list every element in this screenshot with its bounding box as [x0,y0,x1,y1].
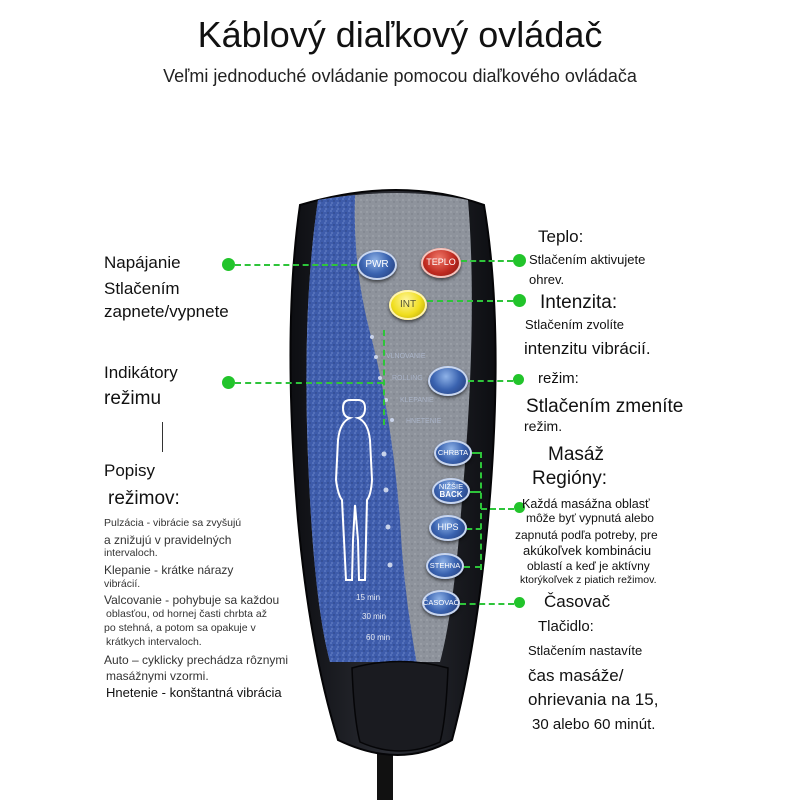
mode-desc-line: Hnetenie - konštantná vibrácia [106,685,282,700]
power-button-label: PWR [365,258,389,270]
intensity-title: Intenzita: [540,292,618,313]
mode-desc-line: intervaloch. [104,547,158,559]
timer-label: 60 min [366,633,391,642]
zone-button-label: HIPS [437,522,459,533]
leader-line-zones-vertical [480,452,482,570]
leader-dot-indicators [222,376,235,389]
zones-desc-line: Každá masážna oblasť [522,497,650,511]
modes-title: Popisy [104,461,156,480]
mode-desc-line: Valcovanie - pohybuje sa každou [104,593,280,607]
heat-desc-line: Stlačením aktivujete [529,252,646,267]
timer-label: 15 min [356,593,381,602]
timer-title: Časovač [544,592,611,611]
leader-line-mode [468,380,513,382]
page-subtitle: Veľmi jednoduché ovládanie pomocou diaľk… [163,66,637,86]
timer-desc-line: čas masáže/ [528,666,624,685]
zones-desc-line: môže byť vypnutá alebo [526,511,654,525]
intensity-desc-line: Stlačením zvolíte [525,317,624,332]
leader-line-timer [460,603,514,605]
zone-button-label: BACK [439,489,463,499]
separator [162,422,163,452]
mode-desc-line: Klepanie - krátke nárazy [104,563,234,577]
timer-label: 30 min [362,612,387,621]
heat-button-label: TEPLO [426,257,456,268]
leader-dot-intensity [513,294,526,307]
mode-desc-line: oblasťou, od hornej časti chrbta až [106,608,267,620]
leader-line-intensity [427,300,513,302]
mode-button[interactable] [428,366,468,396]
panel-mode-label: HNETENIE [406,418,442,425]
timer-button-label: ČASOVAČ [422,598,460,608]
mode-desc-line: masážnymi vzormi. [106,669,209,683]
mode-desc-line: režim. [524,418,563,434]
leader-line-power [235,264,357,266]
heat-button[interactable]: TEPLO [421,248,461,278]
mode-desc-line: Stlačením zmeníte [526,396,684,417]
zones-desc-line: zapnutá podľa potreby, pre [515,528,658,542]
leader-line-indicators [235,382,383,384]
zones-desc-line: oblastí a keď je aktívny [527,559,650,573]
power-title: Napájanie [104,253,181,272]
leader-dot-timer [514,597,525,608]
intensity-desc-line: intenzitu vibrácií. [524,339,651,358]
zone-hips-button[interactable]: HIPS [429,515,467,541]
leader-line-zone-1 [472,452,481,454]
indicators-title-line: režimu [104,388,162,409]
leader-dot-heat [513,254,526,267]
timer-desc-line: Stlačením nastavíte [528,643,643,658]
mode-desc-line: Auto – cyklicky prechádza rôznymi [104,653,289,667]
panel-mode-label: ROLLING [392,375,423,382]
modes-title-line: režimov: [108,488,180,509]
remote-panel [306,193,472,662]
mode-desc-line: vibrácií. [104,578,141,590]
leader-dot-power [222,258,235,271]
panel-mode-label: VLNOVANIE [386,353,426,360]
intensity-button-label: INT [399,298,417,310]
power-desc-line: Stlačením [104,279,180,298]
timer-desc-line: ohrievania na 15, [528,690,659,709]
leader-line-zone-4 [464,566,481,568]
leader-line-zone-2 [470,491,481,493]
leader-line-heat [461,260,513,262]
timer-title-line: Tlačidlo: [538,618,594,635]
page-title: Káblový diaľkový ovládač [197,14,603,55]
leader-dot-zones [514,502,525,513]
remote-grip [351,660,449,752]
zone-back-upper-button[interactable]: CHRBTA [434,440,472,466]
heat-title: Teplo: [538,227,584,246]
zone-thighs-button[interactable]: STEHNA [426,553,464,579]
body-silhouette-icon [334,399,374,581]
leader-dot-mode [513,374,524,385]
zones-desc-line: akúkoľvek kombináciu [523,543,652,558]
power-desc-line: zapnete/vypnete [104,302,229,321]
leader-line-zone-3 [467,528,481,530]
leader-line-zones [481,508,514,510]
mode-desc-line: Pulzácia - vibrácie sa zvyšujú [104,517,242,529]
heat-desc-line: ohrev. [529,272,565,287]
intensity-button[interactable]: INT [389,290,427,320]
leader-line-indicators-vertical [383,330,385,425]
mode-desc-line: po stehná, a potom sa opakuje v [104,622,256,634]
indicators-title: Indikátory [104,363,178,382]
timer-desc-line: 30 alebo 60 minút. [532,716,656,733]
mode-desc-line: a znižujú v pravidelných [104,533,232,547]
panel-mode-label: KLEPANIE [400,397,434,404]
zone-lower-back-button[interactable]: NIŽŠIE BACK [432,478,470,504]
zone-button-label: NIŽŠIE [438,481,464,491]
zones-title-line: Regióny: [532,468,607,489]
zone-button-label: STEHNA [429,561,461,571]
zones-title: Masáž [548,444,604,465]
zone-button-label: CHRBTA [437,448,469,458]
zones-desc-line: ktorýkoľvek z piatich režimov. [520,574,657,586]
timer-button[interactable]: ČASOVAČ [422,590,460,616]
mode-title: režim: [538,370,579,387]
mode-desc-line: krátkych intervaloch. [106,636,202,648]
power-button[interactable]: PWR [357,250,397,280]
